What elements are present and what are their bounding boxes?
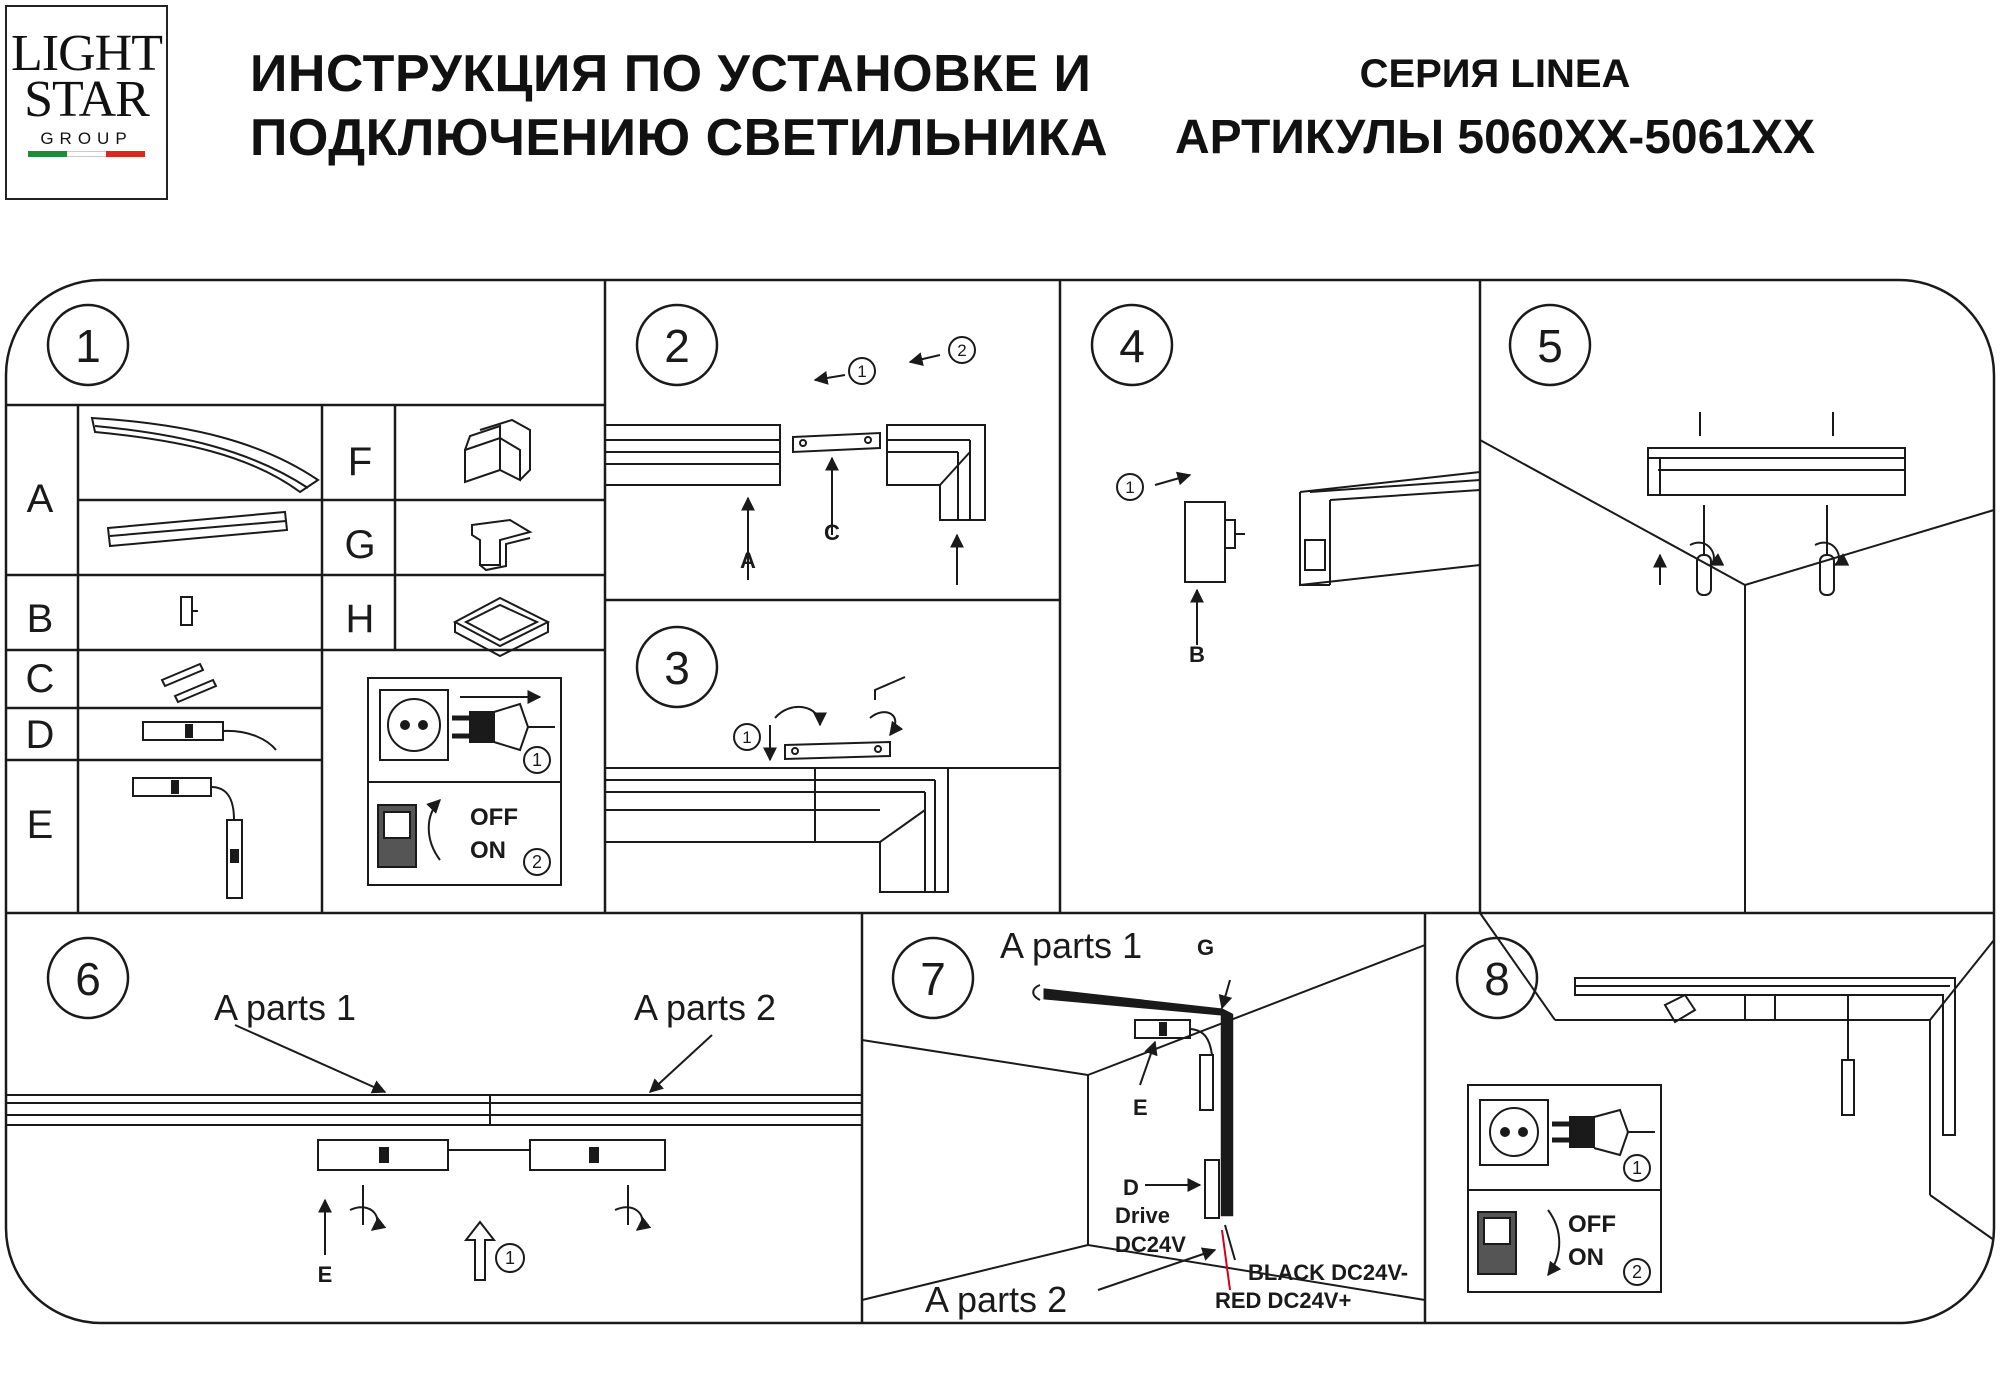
- logo-line-1: LIGHT: [11, 25, 163, 82]
- part-label-b: B: [27, 597, 54, 641]
- socket-icon: [379, 689, 449, 761]
- power-off-label-8: OFF: [1568, 1211, 1616, 1238]
- part-label-a: A: [27, 477, 54, 521]
- step7-label-d: D: [1123, 1175, 1139, 1200]
- connector-c-installed: [784, 740, 891, 761]
- red-wire: [1221, 1229, 1231, 1291]
- step-number-8: 8: [1484, 953, 1510, 1005]
- part-d-driver: [142, 721, 224, 741]
- power-step-1-8: 1: [1632, 1158, 1642, 1178]
- title-line-1: ИНСТРУКЦИЯ ПО УСТАНОВКЕ И: [250, 45, 1092, 103]
- brand-logo: LIGHT STAR GROUP: [5, 5, 168, 200]
- spot-light-icon: [1663, 993, 1697, 1024]
- step7-a-parts-1: A parts 1: [1000, 925, 1142, 966]
- step2-arrow-2: 2: [957, 341, 966, 360]
- step2-arrow-1: 1: [857, 362, 866, 381]
- title-line-2: ПОДКЛЮЧЕНИЮ СВЕТИЛЬНИКА: [250, 109, 1109, 167]
- step-number-6: 6: [75, 953, 101, 1005]
- step2-label-c: C: [824, 520, 840, 545]
- profile-a-parts-1: [1043, 988, 1233, 1017]
- part-f-corner-connector: [464, 424, 521, 484]
- step7-dc24v: DC24V: [1115, 1232, 1186, 1257]
- power-step-2: 2: [532, 852, 542, 872]
- power-on-label: ON: [470, 837, 506, 864]
- profile-a-parts-2: [1220, 1007, 1234, 1217]
- step4-label-b: B: [1189, 642, 1205, 667]
- step6-arrow-1: 1: [505, 1248, 515, 1268]
- profile-end: [1299, 471, 1481, 587]
- logo-line-3: GROUP: [40, 129, 133, 148]
- end-cap-b: [1184, 501, 1226, 583]
- part-label-e: E: [27, 803, 54, 847]
- step7-label-e: E: [1133, 1095, 1148, 1120]
- pendant-light-icon: [1841, 1059, 1855, 1116]
- connector-c: [792, 431, 881, 454]
- step6-label-e: E: [318, 1262, 333, 1287]
- part-label-c: C: [26, 657, 55, 701]
- part-a-curved-profile: [90, 416, 320, 494]
- outer-frame: [4, 278, 1996, 1325]
- driver-d-7: [1204, 1159, 1220, 1219]
- screwdriver-icon: [874, 676, 906, 700]
- screwdriver-icon-right: [1819, 505, 1835, 596]
- step7-label-g: G: [1197, 935, 1214, 960]
- italian-flag-stripe: [27, 151, 146, 157]
- power-switch-box-8: [1467, 1084, 1662, 1293]
- profile-corner-right: [886, 424, 986, 521]
- part-label-d: D: [26, 713, 55, 757]
- article-numbers: АРТИКУЛЫ 5060XX-5061XX: [1175, 111, 1816, 164]
- step2-label-a: A: [740, 548, 756, 573]
- driver-e-right: [529, 1139, 666, 1171]
- screwdriver-icon-left: [1696, 505, 1712, 596]
- step-number-3: 3: [664, 642, 690, 694]
- profile-a-left: [605, 424, 781, 486]
- step3-arrow-1: 1: [742, 728, 751, 747]
- series-name: СЕРИЯ LINEA: [1359, 52, 1631, 96]
- step6-a-parts-1: A parts 1: [214, 987, 356, 1028]
- step4-arrow-1: 1: [1125, 478, 1134, 497]
- step6-a-parts-2: A parts 2: [634, 987, 776, 1028]
- step-number-2: 2: [664, 320, 690, 372]
- power-on-label-8: ON: [1568, 1244, 1604, 1271]
- step-number-5: 5: [1537, 320, 1563, 372]
- document-title: ИНСТРУКЦИЯ ПО УСТАНОВКЕ И ПОДКЛЮЧЕНИЮ СВ…: [250, 42, 1108, 170]
- part-b-end-cap: [180, 596, 193, 626]
- plug-icon: [452, 690, 555, 752]
- series-info: СЕРИЯ LINEA АРТИКУЛЫ 5060XX-5061XX: [1175, 42, 1815, 170]
- power-step-2-8: 2: [1632, 1262, 1642, 1282]
- part-a-straight-profile: [106, 510, 289, 548]
- part-label-f: F: [348, 440, 372, 484]
- step7-a-parts-2: A parts 2: [925, 1279, 1067, 1320]
- step-number-1: 1: [75, 320, 101, 372]
- up-arrow-icon: [463, 1220, 497, 1281]
- power-step-1: 1: [532, 750, 542, 770]
- logo-line-2: STAR: [24, 71, 150, 128]
- power-off-label: OFF: [470, 804, 518, 831]
- part-label-g: G: [344, 523, 375, 567]
- rocker-switch-icon: [377, 804, 417, 868]
- part-label-h: H: [346, 597, 375, 641]
- profile-ceiling: [1647, 447, 1906, 496]
- part-g-corner-connector: [471, 518, 533, 566]
- step7-black-wire: BLACK DC24V-: [1248, 1260, 1408, 1285]
- driver-e-left: [317, 1139, 449, 1171]
- step-number-4: 4: [1119, 320, 1145, 372]
- profile-installed-8: [1574, 977, 1956, 1136]
- part-c-connector: [160, 662, 205, 688]
- profile-joined: [605, 767, 949, 893]
- step-number-7: 7: [920, 953, 946, 1005]
- downlight-icon: [1744, 994, 1776, 1021]
- step7-drive: Drive: [1115, 1203, 1170, 1228]
- step7-red-wire: RED DC24V+: [1215, 1288, 1351, 1313]
